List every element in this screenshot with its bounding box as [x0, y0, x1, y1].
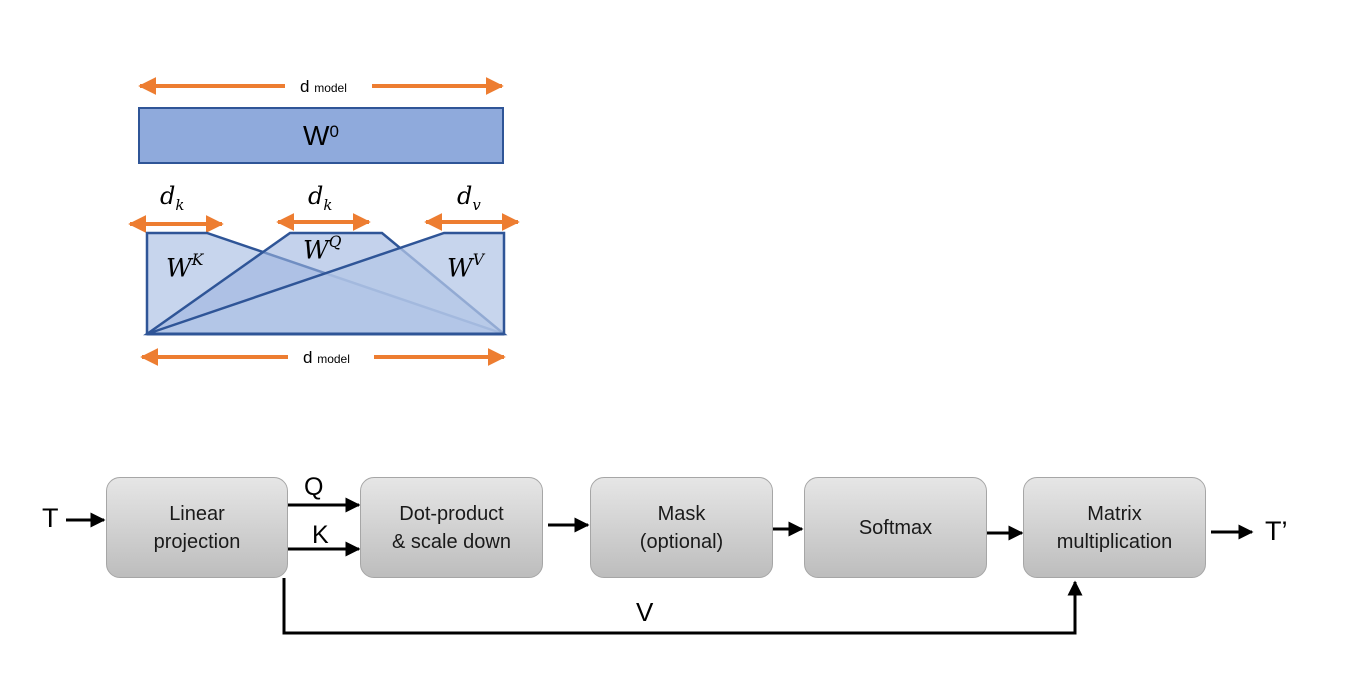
dmodel-bottom-sub: model — [317, 352, 350, 366]
weight-sup: Q — [328, 233, 342, 251]
dim-base: d — [457, 182, 473, 210]
weight-label-wk: WK — [166, 251, 204, 283]
dim-sub: k — [175, 195, 185, 214]
arrow-v — [282, 578, 1083, 635]
dot-product-box: Dot-product & scale down — [360, 477, 543, 578]
weight-sup: K — [191, 251, 204, 269]
dim-label-dk-1: dk — [160, 182, 184, 214]
weight-base: W — [166, 253, 192, 283]
dim-sub: v — [472, 195, 481, 214]
linear-projection-box: Linear projection — [106, 477, 288, 578]
weight-base: W — [303, 235, 329, 265]
dim-base: d — [308, 182, 324, 210]
input-label: T — [42, 503, 59, 533]
q-label: Q — [304, 473, 324, 501]
v-label: V — [636, 597, 654, 627]
w0-sup: 0 — [329, 121, 339, 141]
k-label: K — [312, 521, 329, 549]
dmodel-bottom-base: d — [303, 348, 313, 367]
dmodel-top-base: d — [300, 77, 310, 96]
weight-sup: V — [472, 251, 484, 269]
weight-base: W — [447, 253, 473, 283]
softmax-box: Softmax — [804, 477, 987, 578]
dim-label-dv: dv — [457, 182, 481, 214]
weight-label-wv: WV — [447, 251, 484, 283]
dim-label-dk-2: dk — [308, 182, 332, 214]
dim-sub: k — [323, 195, 333, 214]
dmodel-bottom-label: d model — [303, 348, 350, 368]
dmodel-top-label: d model — [300, 77, 347, 97]
weight-label-wq: WQ — [303, 233, 342, 265]
mask-box: Mask (optional) — [590, 477, 773, 578]
matrix-multiplication-box: Matrix multiplication — [1023, 477, 1206, 578]
output-label: T’ — [1265, 516, 1288, 546]
w0-base: W — [303, 119, 330, 151]
dim-base: d — [160, 182, 176, 210]
dmodel-top-sub: model — [314, 81, 347, 95]
